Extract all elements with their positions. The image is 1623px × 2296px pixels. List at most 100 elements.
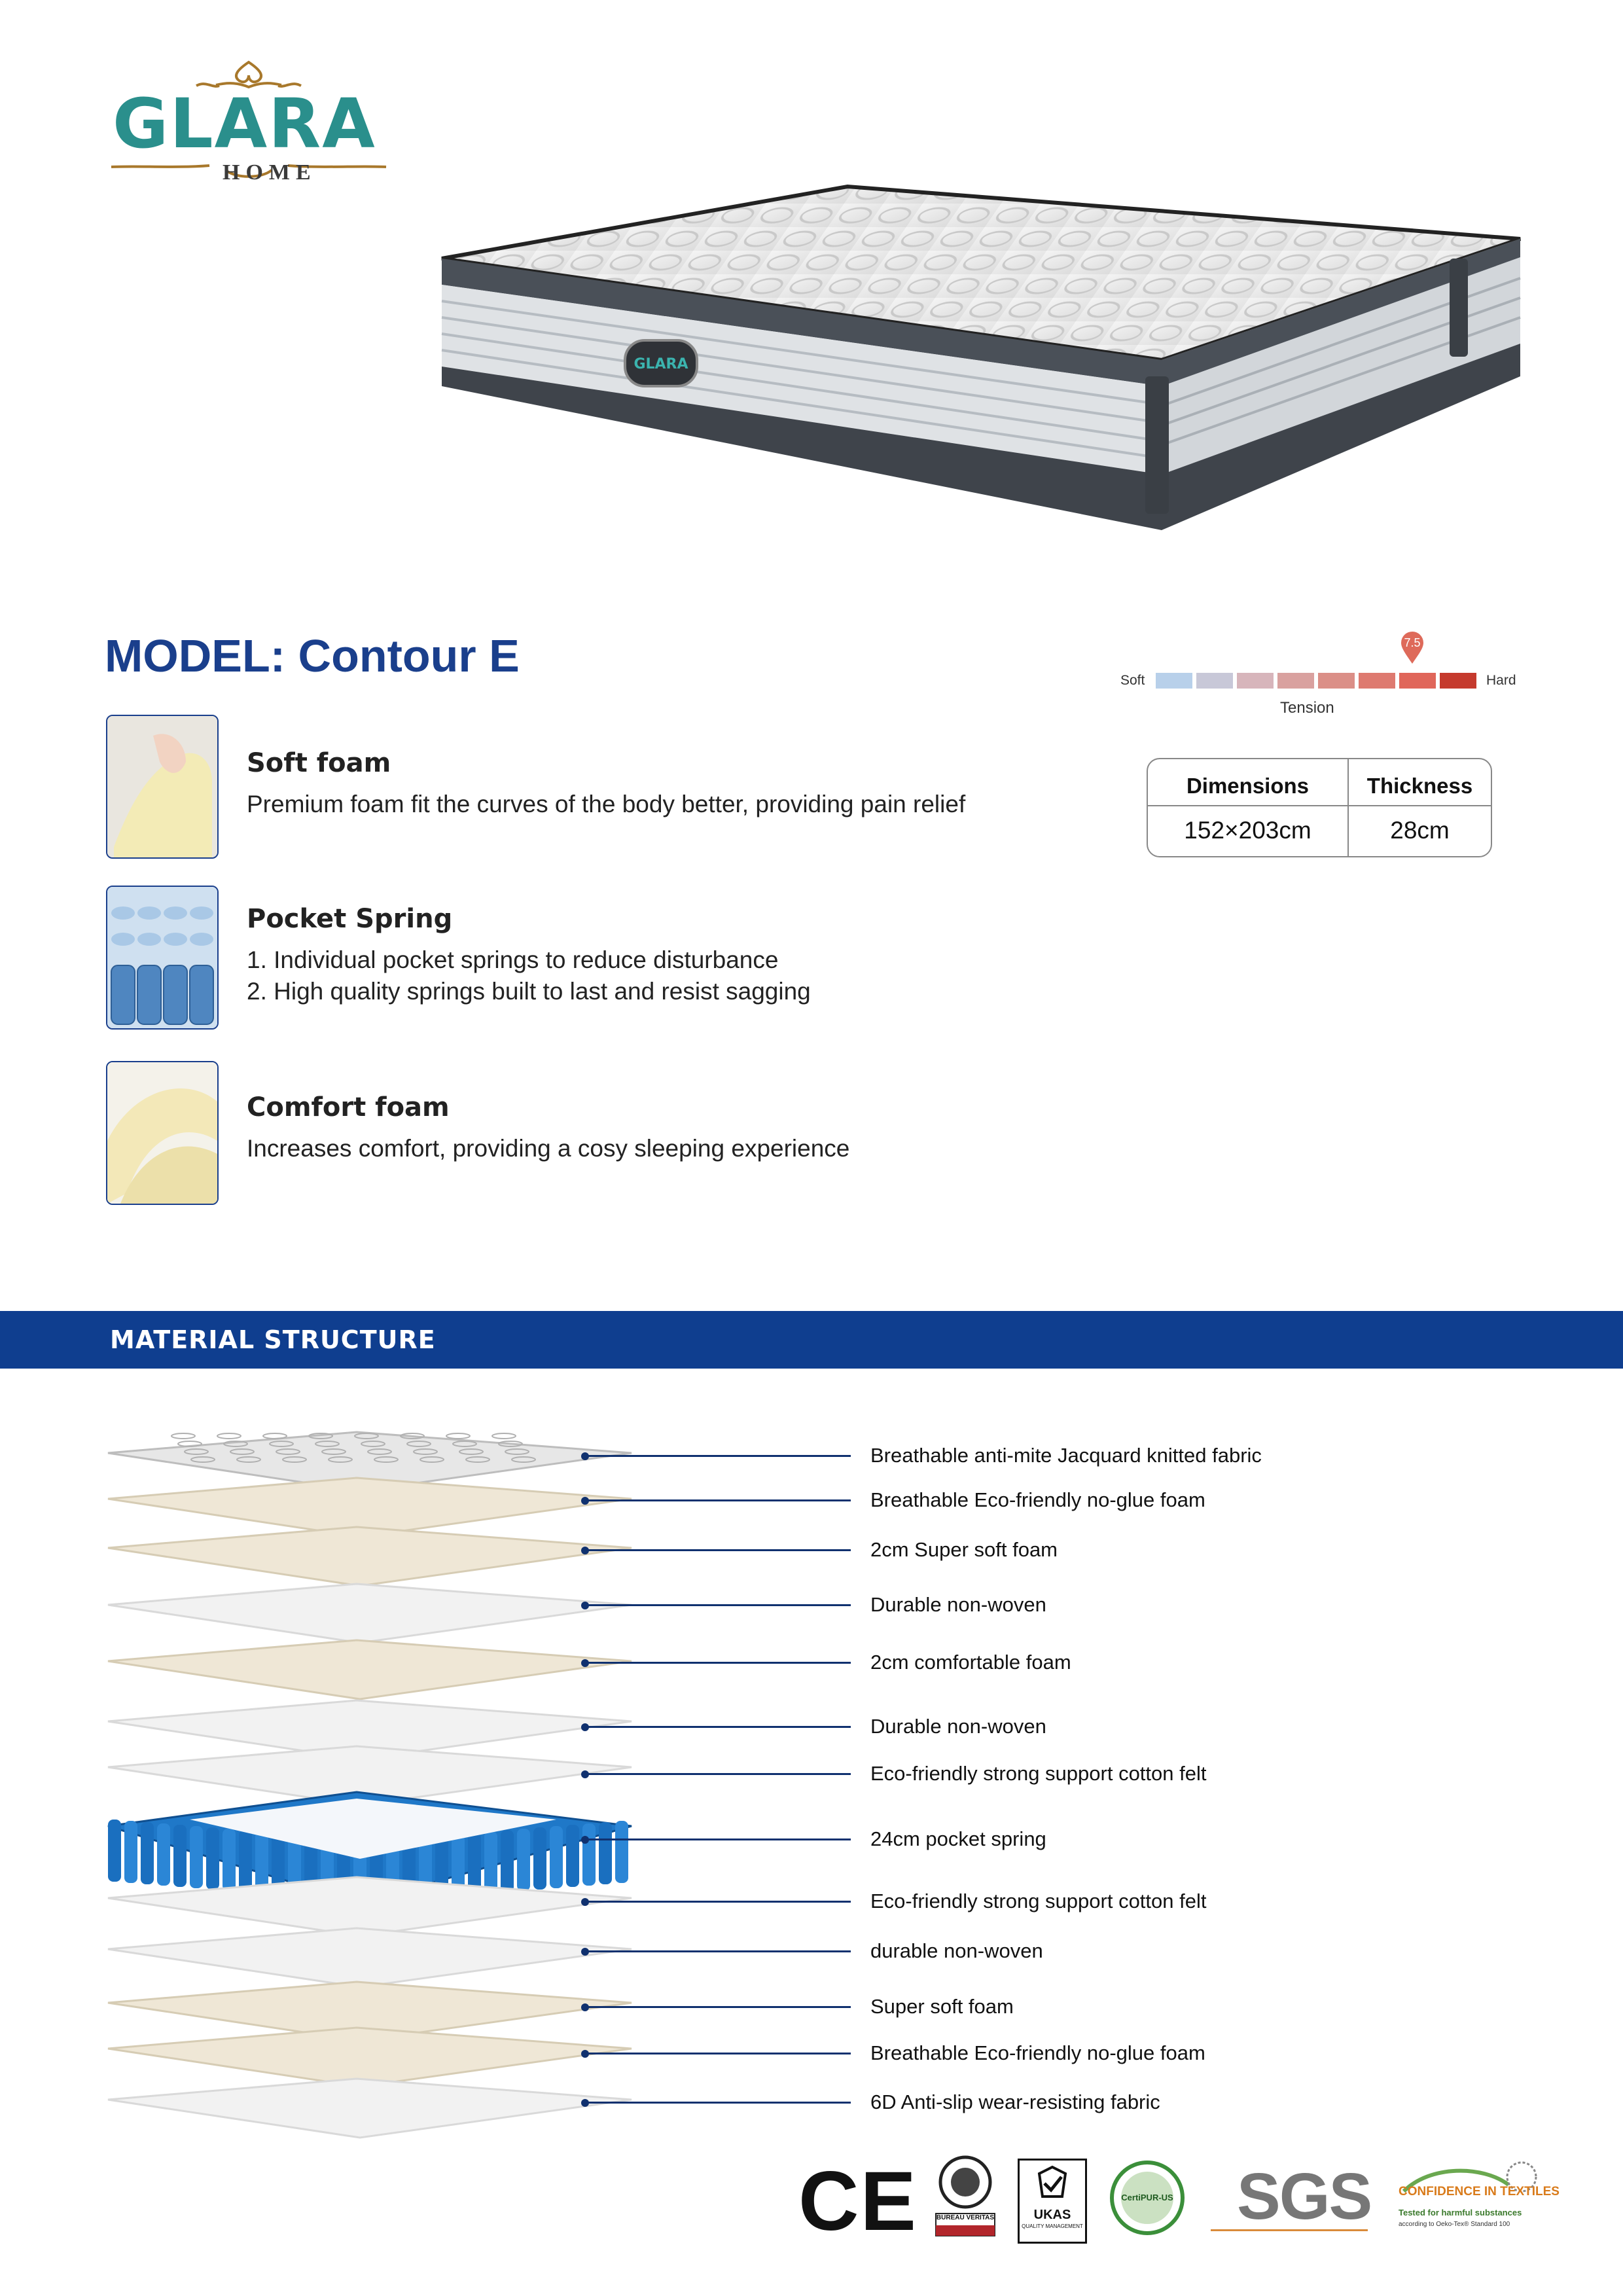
spring-coil — [272, 1833, 285, 1895]
oeko-tex-icon: CONFIDENCE IN TEXTILES Tested for harmfu… — [1397, 2159, 1560, 2240]
quilt-stitch — [217, 1433, 241, 1439]
brand-subtitle: HOME — [223, 160, 317, 185]
sgs-text: SGS — [1237, 2160, 1372, 2233]
quilt-stitch — [177, 1441, 202, 1447]
quilt-stitch — [505, 1448, 529, 1455]
oeko-small: according to Oeko-Tex® Standard 100 — [1399, 2221, 1510, 2228]
quilt-stitch — [374, 1456, 399, 1463]
pocket-spring-photo-icon — [106, 886, 219, 1030]
tension-segment — [1440, 673, 1476, 689]
layer-label: Durable non-woven — [870, 1593, 1046, 1616]
layer-shape — [107, 1927, 632, 1988]
spring-coil — [190, 1826, 203, 1888]
quilt-stitch — [511, 1456, 536, 1463]
spring-coil — [206, 1827, 219, 1890]
layer-leader-line — [585, 1604, 851, 1606]
section-title: MATERIAL STRUCTURE — [110, 1325, 436, 1354]
quilt-stitch — [361, 1441, 385, 1447]
layer-shape — [107, 1583, 632, 1644]
quilt-stitch — [190, 1456, 215, 1463]
specs-header-thickness: Thickness — [1366, 774, 1473, 798]
feature-text-comfort-foam: Increases comfort, providing a cosy slee… — [247, 1135, 850, 1162]
quilt-stitch — [354, 1433, 379, 1439]
quilt-stitch — [419, 1456, 444, 1463]
certipur-icon: CertiPUR-US — [1109, 2160, 1185, 2236]
soft-foam-photo-icon — [106, 715, 219, 859]
spring-coil — [255, 1831, 268, 1893]
quilt-stitch — [184, 1448, 209, 1455]
layer-shape — [107, 1639, 632, 1700]
svg-text:GLARA: GLARA — [633, 356, 688, 372]
spring-coil — [108, 1820, 121, 1882]
feature-title-soft-foam: Soft foam — [247, 748, 391, 778]
ukas-icon: UKAS QUALITY MANAGEMENT — [1018, 2159, 1087, 2244]
mattress-hero-image: GLARA — [429, 180, 1528, 547]
section-header-bar: MATERIAL STRUCTURE — [0, 1311, 1623, 1369]
spring-coil — [223, 1829, 236, 1891]
specs-value-dimensions: 152×203cm — [1184, 817, 1311, 844]
spring-coil — [141, 1822, 154, 1884]
tension-hard-label: Hard — [1486, 673, 1516, 688]
tension-caption: Tension — [1280, 699, 1334, 717]
layer-leader-line — [585, 2102, 851, 2104]
tension-marker-icon: 7.5 — [1400, 631, 1425, 665]
comfort-foam-photo-icon — [106, 1061, 219, 1205]
quilt-stitch — [321, 1448, 346, 1455]
spring-coil — [615, 1821, 628, 1883]
spring-coil — [468, 1833, 481, 1895]
spring-coil — [599, 1822, 612, 1884]
layer-shape — [107, 2077, 632, 2139]
spring-coil — [124, 1821, 137, 1883]
spring-coil — [435, 1835, 448, 1897]
spring-coil — [452, 1834, 465, 1896]
tension-scale: Soft Hard Tension 7.5 — [1113, 628, 1531, 720]
quilt-stitch — [223, 1441, 248, 1447]
material-layers: Breathable anti-mite Jacquard knitted fa… — [98, 1401, 1262, 2173]
feature-text-pocket-spring-1: 1. Individual pocket springs to reduce d… — [247, 946, 779, 973]
layer-shape — [107, 2026, 632, 2088]
layer-leader-line — [585, 1901, 851, 1903]
tension-segment — [1237, 673, 1274, 689]
quilt-stitch — [413, 1448, 438, 1455]
quilt-stitch — [276, 1448, 300, 1455]
ukas-subtext: QUALITY MANAGEMENT — [1022, 2223, 1083, 2229]
feature-title-pocket-spring: Pocket Spring — [247, 904, 453, 934]
layer-leader-line — [585, 1549, 851, 1551]
layer-leader-line — [585, 1499, 851, 1501]
quilt-stitch — [230, 1448, 255, 1455]
quilt-stitch — [308, 1433, 333, 1439]
quilt-stitch — [446, 1433, 471, 1439]
spring-coil — [533, 1827, 546, 1890]
tension-segment — [1277, 673, 1314, 689]
spring-coil — [239, 1830, 252, 1892]
tension-segment — [1196, 673, 1233, 689]
tension-segment — [1156, 673, 1192, 689]
bureau-veritas-icon: BUREAU VERITAS — [933, 2153, 998, 2238]
quilt-stitch — [328, 1456, 353, 1463]
spring-coil — [550, 1826, 563, 1888]
layer-leader-line — [585, 1839, 851, 1840]
quilt-stitch — [315, 1441, 340, 1447]
quilt-stitch — [452, 1441, 477, 1447]
model-title: MODEL: Contour E — [105, 630, 520, 681]
layer-label: Eco-friendly strong support cotton felt — [870, 1762, 1207, 1785]
quilt-stitch — [406, 1441, 431, 1447]
quilt-stitch — [171, 1433, 196, 1439]
layer-label: Breathable Eco-friendly no-glue foam — [870, 2041, 1205, 2064]
feature-text-soft-foam: Premium foam fit the curves of the body … — [247, 791, 966, 817]
layer-leader-line — [585, 1662, 851, 1664]
layer-leader-line — [585, 1950, 851, 1952]
quilt-stitch — [459, 1448, 484, 1455]
specs-header-dimensions: Dimensions — [1186, 774, 1310, 798]
layer-label: 24cm pocket spring — [870, 1827, 1046, 1850]
sgs-icon: SGS — [1211, 2159, 1372, 2237]
layer-shape — [107, 1699, 632, 1761]
layer-label: 2cm comfortable foam — [870, 1651, 1071, 1674]
tension-segment — [1399, 673, 1436, 689]
tension-value: 7.5 — [1404, 636, 1421, 649]
layer-shape — [107, 1745, 632, 1806]
spring-coil — [288, 1834, 301, 1896]
layer-shape — [107, 1526, 632, 1587]
quilt-stitch — [465, 1456, 490, 1463]
specs-table: Dimensions Thickness 152×203cm 28cm — [1147, 758, 1492, 857]
